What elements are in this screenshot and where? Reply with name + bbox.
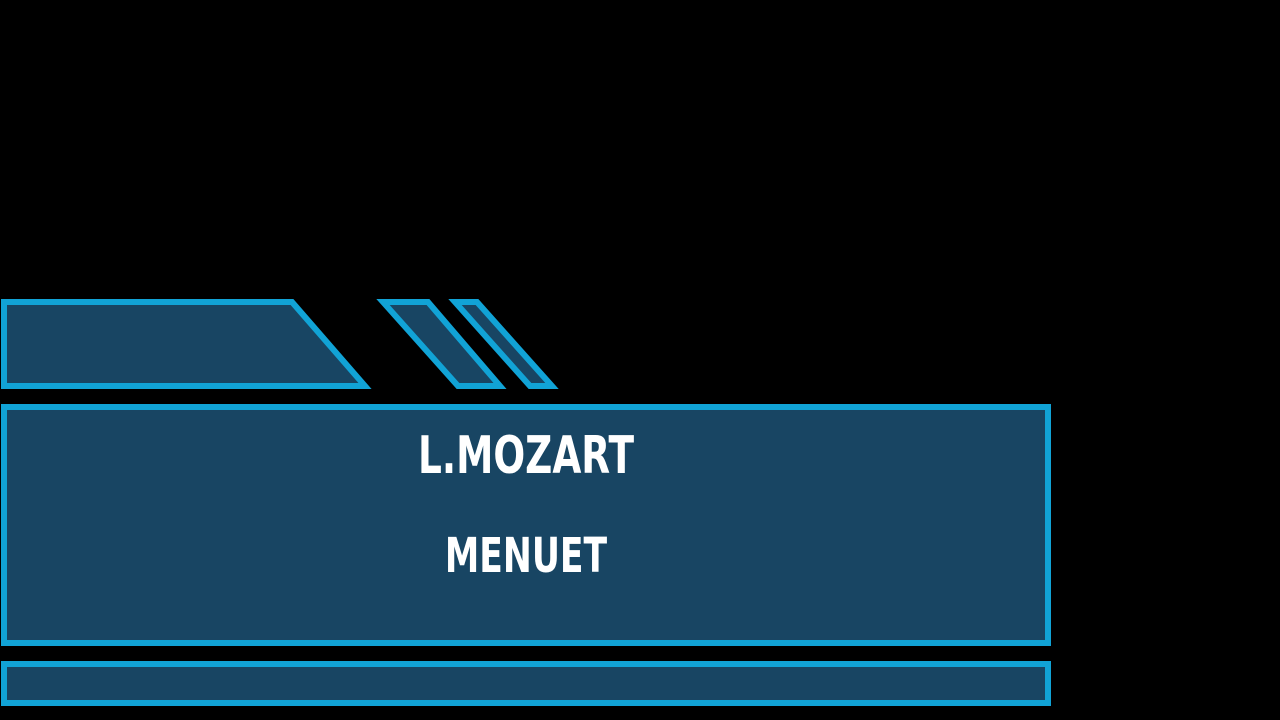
top-tab-shape (1, 299, 372, 389)
piece-title: MENUET (444, 528, 608, 584)
slant-stripe-2 (448, 299, 559, 389)
bottom-bar (1, 661, 1051, 706)
composer-title: L.MOZART (418, 426, 634, 486)
title-block: L.MOZART MENUET (5, 410, 1047, 642)
slant-stripe-1 (376, 299, 507, 389)
title-panel (1, 404, 1051, 646)
